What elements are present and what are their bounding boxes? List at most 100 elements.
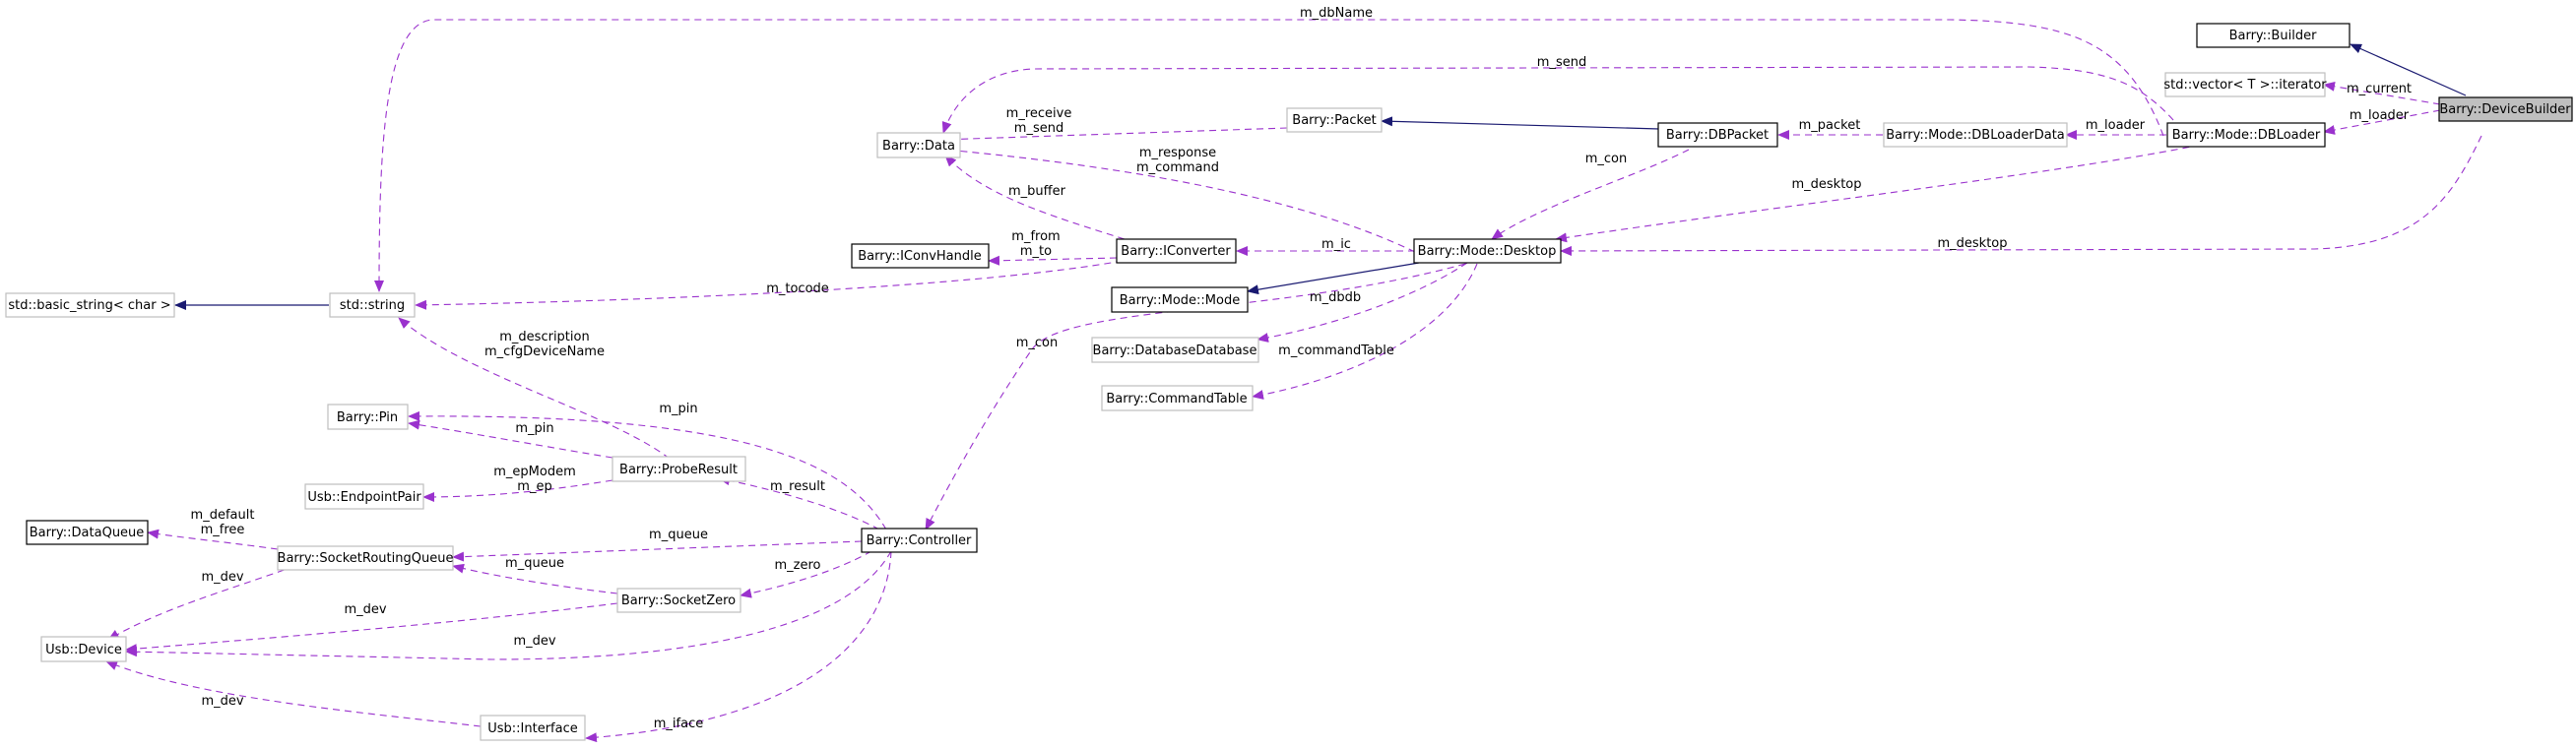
edge-label-command: m_command	[1136, 160, 1219, 175]
edge-from-to	[988, 255, 1118, 266]
edge-default-free	[147, 529, 279, 550]
edge-label-desktop-builder: m_desktop	[1937, 236, 2007, 251]
edge-label-free: m_free	[201, 523, 245, 537]
node-command-table[interactable]: Barry::CommandTable	[1101, 385, 1254, 411]
node-database-database[interactable]: Barry::DatabaseDatabase	[1091, 337, 1259, 363]
edge-label-packet: m_packet	[1799, 118, 1861, 133]
node-command-table-label: Barry::CommandTable	[1106, 392, 1247, 406]
node-usb-device[interactable]: Usb::Device	[40, 636, 127, 662]
node-iconv-handle[interactable]: Barry::IConvHandle	[851, 243, 990, 269]
edge-label-queue-zero: m_queue	[505, 556, 564, 571]
node-usb-device-label: Usb::Device	[45, 643, 122, 657]
edge-label-ep: m_ep	[517, 479, 551, 494]
edge-pin-controller	[408, 410, 887, 531]
edge-desktop-builder	[1560, 135, 2482, 256]
node-packet[interactable]: Barry::Packet	[1286, 107, 1383, 133]
node-basic-string-label: std::basic_string< char >	[8, 298, 170, 313]
node-socket-zero-label: Barry::SocketZero	[621, 593, 736, 608]
edge-response-command	[944, 146, 1416, 253]
node-usb-interface-label: Usb::Interface	[487, 721, 578, 736]
edge-label-iface: m_iface	[654, 717, 703, 731]
node-dbpacket[interactable]: Barry::DBPacket	[1657, 122, 1778, 148]
edge-label-cfg-device-name: m_cfgDeviceName	[484, 344, 605, 359]
node-data-queue[interactable]: Barry::DataQueue	[26, 520, 149, 545]
node-mode[interactable]: Barry::Mode::Mode	[1111, 286, 1249, 313]
node-mode-label: Barry::Mode::Mode	[1120, 293, 1240, 308]
edge-label-default: m_default	[191, 508, 255, 523]
edge-label-result: m_result	[770, 479, 825, 494]
edge-dbpacket-packet	[1381, 116, 1660, 130]
edge-loader-db	[2323, 109, 2441, 135]
edge-labels: m_dbName m_send m_current m_loader m_loa…	[191, 6, 2412, 731]
node-dbloader-label: Barry::Mode::DBLoader	[2172, 128, 2321, 143]
edge-tocode	[415, 260, 1124, 310]
edge-dev-interface	[105, 660, 482, 727]
edge-label-loader-dbdata: m_loader	[2086, 118, 2146, 133]
node-desktop-label: Barry::Mode::Desktop	[1418, 244, 1557, 259]
nodes: Barry::Builder std::vector< T >::iterato…	[5, 23, 2573, 741]
edge-label-ep-modem: m_epModem	[493, 465, 576, 479]
node-data-queue-label: Barry::DataQueue	[30, 526, 145, 540]
edge-label-dbdb: m_dbdb	[1310, 290, 1361, 305]
edge-label-command-table: m_commandTable	[1278, 343, 1394, 358]
edge-label-description: m_description	[499, 330, 589, 344]
node-socket-routing-queue[interactable]: Barry::SocketRoutingQueue	[277, 545, 454, 571]
node-probe-result[interactable]: Barry::ProbeResult	[612, 456, 746, 482]
node-socket-zero[interactable]: Barry::SocketZero	[616, 588, 741, 613]
node-std-string[interactable]: std::string	[329, 292, 416, 318]
edge-current	[2323, 81, 2441, 105]
edge-label-loader-db: m_loader	[2350, 108, 2410, 123]
edge-label-from: m_from	[1011, 229, 1060, 244]
node-iconverter-label: Barry::IConverter	[1121, 244, 1231, 259]
node-endpoint-pair[interactable]: Usb::EndpointPair	[304, 483, 424, 510]
edge-label-dev-zero: m_dev	[344, 602, 386, 617]
edge-iface	[585, 550, 892, 743]
edge-con-dbpacket	[1491, 149, 1690, 240]
edge-label-send-packet: m_send	[1014, 121, 1063, 136]
edge-con-controller	[925, 263, 1466, 531]
node-builder[interactable]: Barry::Builder	[2196, 23, 2351, 48]
edge-label-to: m_to	[1020, 244, 1052, 259]
node-dbloader-data[interactable]: Barry::Mode::DBLoaderData	[1883, 122, 2068, 148]
edge-label-buffer: m_buffer	[1008, 184, 1066, 199]
node-endpoint-pair-label: Usb::EndpointPair	[307, 490, 421, 505]
edge-label-desktop-dbloader: m_desktop	[1791, 177, 1861, 192]
node-probe-result-label: Barry::ProbeResult	[619, 463, 738, 477]
edge-receive-send	[939, 127, 1288, 145]
edges	[105, 19, 2482, 743]
node-vector-iterator[interactable]: std::vector< T >::iterator	[2163, 72, 2327, 97]
node-usb-interface[interactable]: Usb::Interface	[480, 715, 586, 741]
node-dbloader[interactable]: Barry::Mode::DBLoader	[2166, 122, 2326, 148]
node-packet-label: Barry::Packet	[1292, 113, 1376, 128]
node-pin[interactable]: Barry::Pin	[327, 404, 409, 430]
edge-label-zero: m_zero	[775, 558, 821, 573]
edge-desktop-dbloader	[1555, 144, 2202, 243]
edge-devicebuilder-builder	[2350, 43, 2467, 96]
edge-dev-queue	[107, 565, 296, 641]
edge-result	[718, 475, 880, 531]
node-device-builder[interactable]: Barry::DeviceBuilder	[2438, 96, 2573, 122]
edge-epmodem-ep	[422, 479, 613, 502]
edge-label-queue-controller: m_queue	[649, 528, 708, 542]
edge-label-con-dbpacket: m_con	[1585, 152, 1628, 166]
node-data[interactable]: Barry::Data	[876, 132, 961, 158]
edge-label-dev-queue: m_dev	[201, 570, 243, 585]
node-basic-string[interactable]: std::basic_string< char >	[5, 292, 175, 318]
edge-queue-controller	[452, 540, 863, 562]
edge-label-pin-controller: m_pin	[659, 402, 697, 416]
edge-label-receive: m_receive	[1006, 106, 1072, 121]
node-data-label: Barry::Data	[882, 139, 955, 154]
edge-dbdb	[1256, 262, 1468, 343]
node-controller[interactable]: Barry::Controller	[861, 528, 978, 553]
edge-label-dev-controller: m_dev	[513, 634, 555, 649]
edge-send-top	[941, 66, 2182, 134]
node-iconverter[interactable]: Barry::IConverter	[1116, 238, 1237, 264]
edge-dbname	[374, 19, 2164, 292]
node-desktop[interactable]: Barry::Mode::Desktop	[1413, 238, 1562, 264]
edge-label-tocode: m_tocode	[766, 281, 829, 296]
edge-commandtable	[1252, 263, 1478, 400]
node-vector-iterator-label: std::vector< T >::iterator	[2163, 78, 2327, 93]
edge-dev-zero	[125, 602, 618, 655]
node-builder-label: Barry::Builder	[2229, 29, 2317, 43]
